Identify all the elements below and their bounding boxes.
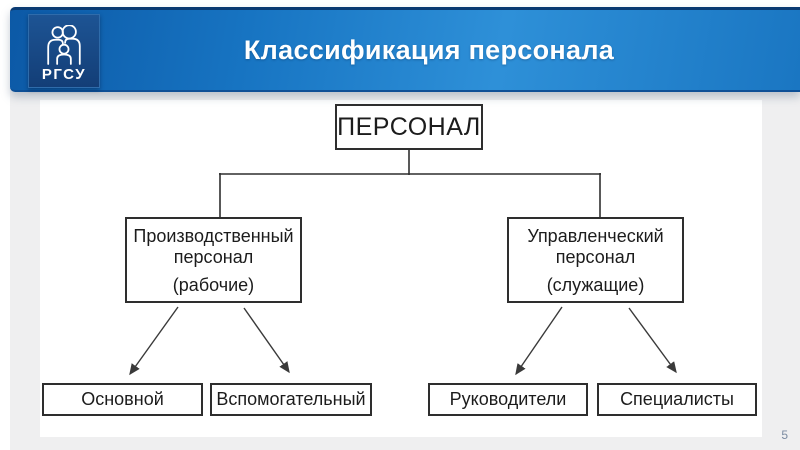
header-bar: Классификация персонала РГСУ [10,7,800,92]
node-workers-auxiliary: Вспомогательный [210,383,372,416]
node-workers-main: Основной [42,383,203,416]
node-title-line: Управленческий [527,226,664,246]
node-production-personnel: Производственный персонал (рабочие) [125,217,302,303]
node-subtitle: (рабочие) [172,275,255,295]
node-subtitle: (служащие) [546,275,645,295]
node-personal: ПЕРСОНАЛ [335,104,483,150]
node-title-line: Производственный [133,226,294,246]
node-managers: Руководители [428,383,588,416]
rgsu-logo: РГСУ [28,14,100,88]
family-icon [47,25,81,65]
page-number: 5 [781,428,788,442]
node-title-line: персонал [555,247,636,267]
logo-text: РГСУ [41,66,87,83]
node-specialists: Специалисты [597,383,757,416]
slide-title: Классификация персонала [243,34,615,65]
node-management-personnel: Управленческий персонал (служащие) [507,217,684,303]
node-title-line: персонал [173,247,254,267]
